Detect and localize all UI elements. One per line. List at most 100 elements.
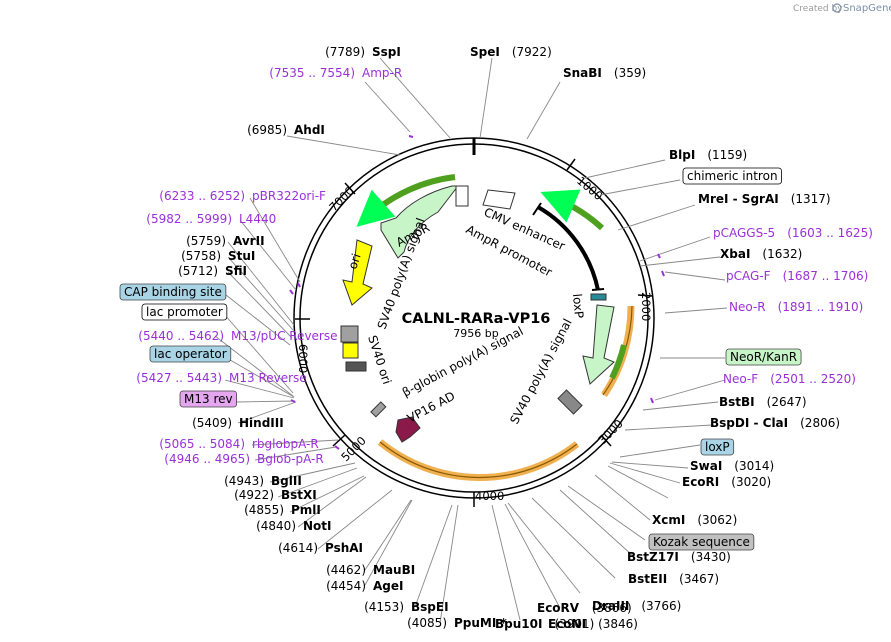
site-sfii: (5712)SfiI [178,264,247,278]
site-amp-r: (7535 .. 7554) Amp-R [269,66,402,80]
site-box [725,348,802,366]
site-pmli: (4855)PmlI [244,503,321,517]
site-neo-f: Neo-F(2501 .. 2520) [723,372,856,386]
feature-small-marker [370,401,387,418]
site-label: BspEI [411,600,449,614]
site-bspdi-clai: BspDI - ClaI(2806) [710,416,840,430]
site-econi: EcoNI(3846) [548,617,638,631]
site-sspi: (7789) SspI [325,45,401,59]
site-position: (1603 .. 1625) [787,226,873,240]
neor-green-arc [609,344,627,380]
site-position: (7789) [325,45,365,59]
site-position: (3766) [641,599,681,613]
site-agei: (4454) AgeI [326,579,403,593]
site-label: HindIII [239,416,284,430]
site-box [141,303,228,321]
site-loxp: loxP [700,438,735,456]
site-stui: (5758)StuI [181,249,255,263]
site-label: AvrII [233,234,265,248]
site-ahdi: (6985)AhdI [247,123,325,137]
site-box-label: M13 rev [184,392,233,406]
site-label: SspI [372,45,401,59]
site-label: Amp-R [362,66,402,80]
site-position: (2501 .. 2520) [770,372,856,386]
site-label: L4440 [239,212,276,226]
site-label: BglII [271,474,302,488]
site-label: EcoRV [537,601,580,615]
site-label: EcoRI [682,475,719,489]
site-position: (3467) [679,572,719,586]
site-position: (1632) [762,247,802,261]
site-maubi: (4462)MauBI [326,563,415,577]
site-box [149,345,232,363]
site-position: (5440 .. 5462) [138,329,224,343]
site-position: (3846) [598,617,638,631]
site-label: BstEII [628,572,667,586]
site-ppumi: (4085)PpuMI * [407,616,507,630]
site-bsteii: BstEII (3467) [628,572,719,586]
site-snabi: SnaBI(359) [563,66,646,80]
primer-markers [289,135,665,450]
site-position: (4614) [278,541,318,555]
site-label: BstZ17I [627,550,679,564]
site-label: BstXI [281,488,317,502]
site-position: (3901) [554,617,594,631]
site-label: SpeI [470,45,500,59]
site-pbr322ori-f: (6233 .. 6252)pBR322ori-F [159,189,326,203]
bottom-orange-arc [377,439,580,481]
site-position: (2806) [800,416,840,430]
site-box [119,283,227,301]
site-box [682,167,782,185]
site-position: (5427 .. 5443) [136,371,222,385]
site-label: Neo-R [729,300,766,314]
site-noti: (4840)NotI [256,519,331,533]
site-neor-kanr: NeoR/KanR [725,348,802,366]
site-cap-binding-site: CAP binding site [119,283,227,301]
ampr-green-arc [356,174,456,227]
site-position: (7922) [512,45,552,59]
site-rbglobpa-r: (5065 .. 5084)rbglobpA-R [159,437,318,451]
site-m13-puc-reverse: (5440 .. 5462)M13/pUC Reverse [138,329,337,343]
bottom-orange-arc-line [379,441,578,479]
site-kozak-sequence: Kozak sequence [648,533,755,551]
site-l4440: (5982 .. 5999)L4440 [146,212,276,226]
site-position: (7535 .. 7554) [269,66,355,80]
site-box [179,390,237,408]
feature-vp16-arrow [395,416,421,443]
site-box-label: lac promoter [146,305,223,319]
site-position: (3020) [731,475,771,489]
site-bspei: (4153)BspEI [364,600,448,614]
tick-label-7000: 7000 [326,184,357,215]
tick-marks [295,158,653,507]
site-position: (1687 .. 1706) [783,269,869,283]
site-draiii: DraIII(3766) [592,599,681,613]
site-position: (4922) [234,488,274,502]
label-sv40-ori: SV40 ori [365,334,394,386]
site-label: XcmI [652,513,685,527]
site-blpi: BlpI(1159) [669,148,747,162]
tick-label-6000: 6000 [296,344,310,373]
snapgene-logo-icon [832,3,842,13]
site-mrei-sgrai: MreI - SgrAI(1317) [698,192,831,206]
site-box-label: chimeric intron [687,169,778,183]
site-label: NotI [303,519,332,533]
feature-sv40-ori [340,325,367,372]
site-label: AgeI [373,579,403,593]
site-position: (4855) [244,503,284,517]
label-loxp-inner: loxP [570,293,586,319]
site-label: MauBI [373,563,415,577]
site-box-label: CAP binding site [124,285,222,299]
site-position: (4454) [326,579,366,593]
site-label: Bglob-pA-R [257,452,324,466]
plasmid-name: CALNL-RARa-VP16 [402,311,551,327]
site-position: (5065 .. 5084) [159,437,245,451]
brand-snapgene: SnapGene [843,3,891,14]
site-bglii: (4943)BglII [224,474,302,488]
site-position: (3866) [592,601,632,615]
tick-label-4000: 4000 [475,489,504,503]
site-box-label: lac operator [154,347,227,361]
site-label: pCAGGS-5 [713,226,775,240]
site-bglob-pa-r: (4946 .. 4965)Bglob-pA-R [164,452,323,466]
site-position: (5758) [181,249,221,263]
